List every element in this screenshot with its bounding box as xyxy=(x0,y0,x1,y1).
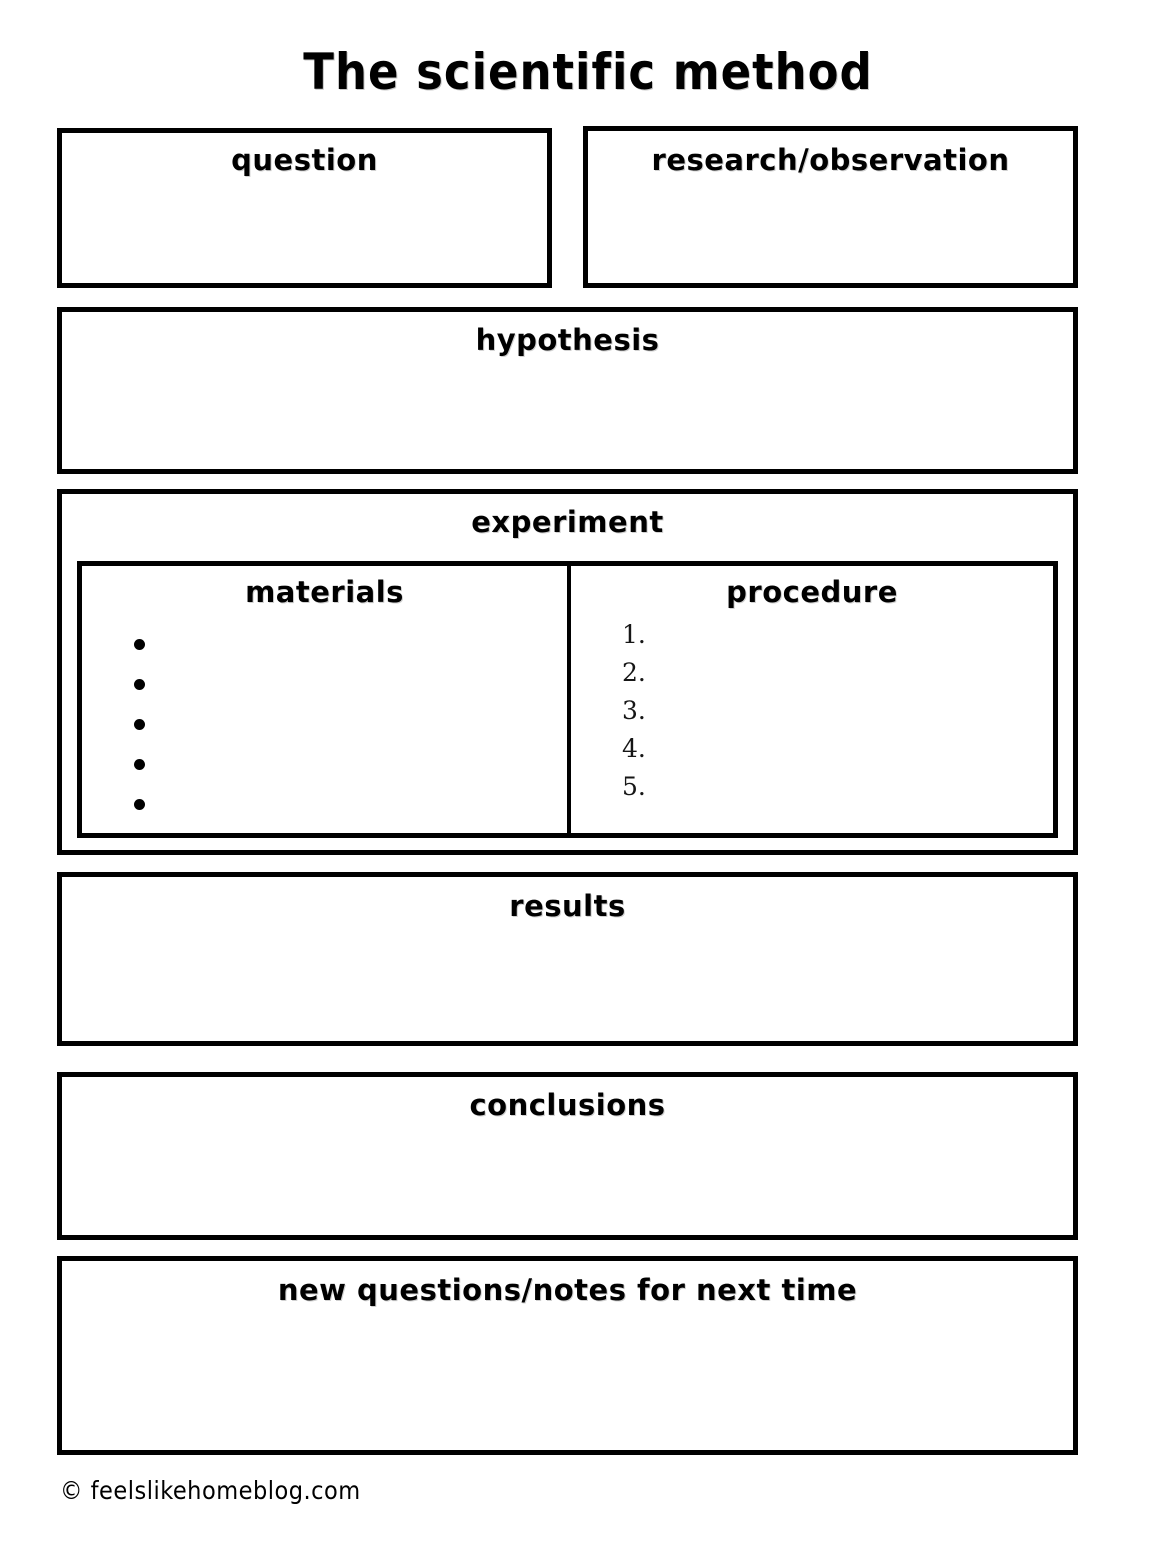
subsection-materials-label: materials xyxy=(245,575,404,609)
page-title: The scientific method xyxy=(303,43,873,101)
procedure-item[interactable]: 2. xyxy=(622,658,646,687)
section-research-observation[interactable]: research/observation xyxy=(583,126,1078,288)
procedure-item[interactable]: 1. xyxy=(622,620,646,649)
bullet-icon xyxy=(134,719,145,730)
subsection-procedure-label: procedure xyxy=(726,575,898,609)
copyright-footer: © feelslikehomeblog.com xyxy=(60,1476,361,1505)
section-experiment: experiment materials procedure 1. 2. 3. xyxy=(57,489,1078,855)
section-question[interactable]: question xyxy=(57,128,552,288)
section-new-questions[interactable]: new questions/notes for next time xyxy=(57,1256,1078,1455)
materials-bullet-item[interactable] xyxy=(134,623,145,663)
materials-bullet-item[interactable] xyxy=(134,703,145,743)
bullet-icon xyxy=(134,799,145,810)
subsection-procedure[interactable]: procedure 1. 2. 3. 4. 5. xyxy=(571,566,1053,833)
section-hypothesis[interactable]: hypothesis xyxy=(57,307,1078,474)
section-conclusions-label: conclusions xyxy=(469,1088,666,1122)
materials-bullet-item[interactable] xyxy=(134,663,145,703)
section-results[interactable]: results xyxy=(57,872,1078,1046)
section-research-observation-label: research/observation xyxy=(651,143,1010,177)
section-results-label: results xyxy=(509,889,626,923)
section-new-questions-label: new questions/notes for next time xyxy=(277,1273,858,1307)
section-hypothesis-label: hypothesis xyxy=(475,323,660,357)
section-experiment-label: experiment xyxy=(471,505,664,539)
procedure-item[interactable]: 4. xyxy=(622,734,646,763)
procedure-numbered-list: 1. 2. 3. 4. 5. xyxy=(622,616,646,806)
section-question-label: question xyxy=(231,143,378,177)
procedure-item[interactable]: 5. xyxy=(622,772,646,801)
bullet-icon xyxy=(134,679,145,690)
materials-bullet-list xyxy=(134,623,145,823)
subsection-materials[interactable]: materials xyxy=(82,566,571,833)
experiment-inner-box: materials procedure 1. 2. 3. 4. 5. xyxy=(77,561,1058,838)
section-conclusions[interactable]: conclusions xyxy=(57,1072,1078,1240)
bullet-icon xyxy=(134,639,145,650)
materials-bullet-item[interactable] xyxy=(134,783,145,823)
materials-bullet-item[interactable] xyxy=(134,743,145,783)
bullet-icon xyxy=(134,759,145,770)
procedure-item[interactable]: 3. xyxy=(622,696,646,725)
